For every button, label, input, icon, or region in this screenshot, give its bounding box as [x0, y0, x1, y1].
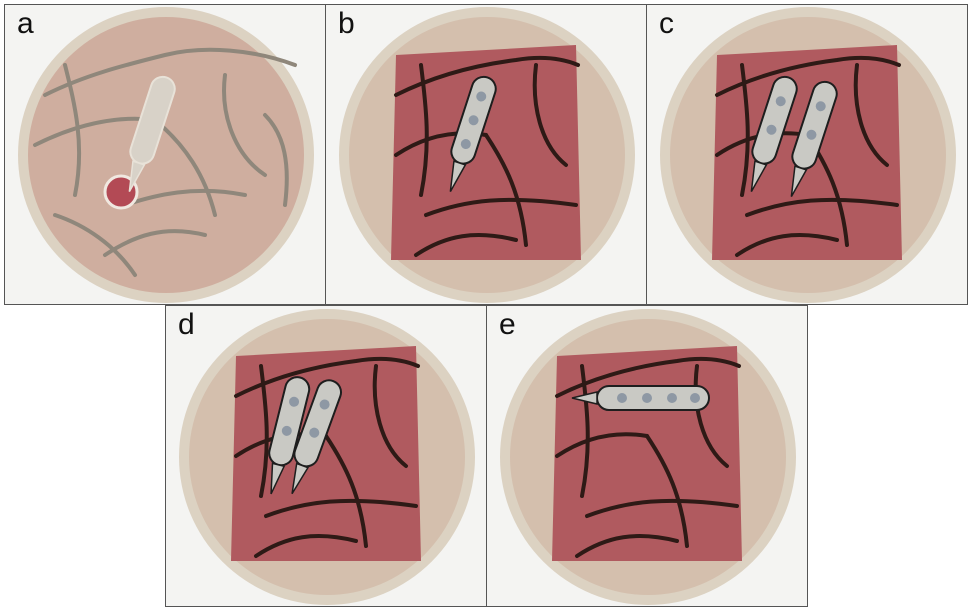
panel-label: c	[659, 7, 674, 40]
cell-icon	[468, 115, 479, 126]
micropipette-icon	[268, 376, 311, 495]
micropipette-icon	[790, 80, 838, 197]
micropipette-icon	[571, 385, 710, 411]
cell-icon	[642, 393, 652, 403]
cranial-window-illustration-d	[179, 309, 475, 605]
cell-icon	[766, 124, 777, 135]
panel-d: d	[165, 305, 487, 607]
cranial-window-illustration-e	[500, 309, 796, 605]
micropipette-icon	[128, 75, 176, 192]
cell-icon	[806, 129, 817, 140]
cell-icon	[319, 399, 330, 410]
cell-icon	[690, 393, 700, 403]
blood-vessel-icon	[555, 356, 741, 558]
brain-surface	[28, 17, 304, 293]
cranial-window-illustration-c	[660, 7, 956, 303]
cell-icon	[289, 396, 300, 407]
panel-label: e	[499, 308, 516, 341]
cell-icon	[281, 425, 292, 436]
cell-icon	[667, 393, 677, 403]
micropipette-icon	[449, 75, 497, 192]
cell-icon	[775, 96, 786, 107]
cell-icon	[309, 427, 320, 438]
cranial-window-illustration-a	[18, 7, 314, 303]
micropipette-icon	[750, 75, 798, 192]
blood-vessel-icon	[33, 47, 297, 277]
cell-icon	[815, 101, 826, 112]
panel-label: a	[17, 7, 34, 40]
panel-b: b	[325, 4, 647, 305]
panel-a: a	[4, 4, 326, 305]
cell-icon	[617, 393, 627, 403]
droplet-icon	[103, 174, 139, 210]
panel-c: c	[646, 4, 968, 305]
cranial-window-illustration-b	[339, 7, 635, 303]
panel-e: e	[486, 305, 808, 607]
cell-icon	[476, 91, 487, 102]
micropipette-icon	[291, 379, 342, 495]
blood-vessel-icon	[394, 55, 580, 257]
cell-icon	[460, 139, 471, 150]
panel-label: d	[178, 308, 195, 341]
panel-label: b	[338, 7, 355, 40]
